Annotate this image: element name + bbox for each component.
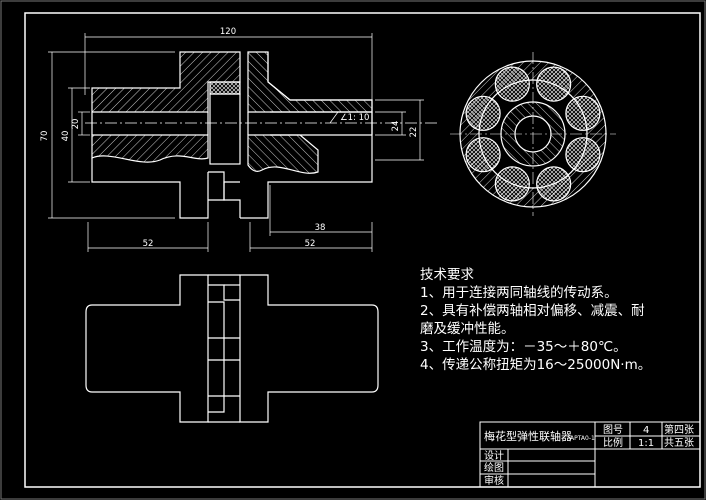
dim-right-hub-length: 52	[305, 239, 316, 249]
spider-lobe	[494, 166, 530, 202]
requirements-title: 技术要求	[420, 267, 474, 283]
dim-hub-diameter: 40	[61, 131, 71, 142]
requirement-3: 3、工作温度为：－35～＋80℃。	[420, 339, 627, 355]
title-block-text: 梅花型弹性联轴器 APTA0-1 图号 4 比例 1:1 第四张 共五张 设计 …	[484, 423, 694, 487]
spider-lobe	[565, 137, 601, 173]
spider-lobe	[565, 95, 601, 131]
spider-lobe	[536, 66, 572, 102]
dim-taper: ∠1: 10	[340, 113, 369, 123]
dim-keyway-length: 38	[315, 223, 326, 233]
front-dimensions	[48, 33, 424, 252]
right-hub-outline	[240, 99, 373, 219]
external-view	[85, 274, 379, 423]
left-hub-outline-lower	[91, 158, 209, 219]
draw-label: 绘图	[484, 461, 504, 474]
dim-bore-diameter: 20	[71, 119, 81, 130]
spider-lobe	[536, 166, 572, 202]
elastic-spider-section	[209, 81, 241, 95]
left-hub-section-bottom	[91, 134, 209, 163]
requirement-2-cont: 磨及缓冲性能。	[420, 321, 515, 337]
end-view	[450, 52, 616, 216]
dim-left-hub-length: 52	[143, 239, 154, 249]
requirement-2: 2、具有补偿两轴相对偏移、减震、耐	[420, 303, 645, 319]
requirement-4: 4、传递公称扭矩为16～25000N·m。	[420, 357, 652, 373]
part-code: APTA0-1	[570, 435, 595, 442]
spider-lobe	[465, 95, 501, 131]
requirement-1: 1、用于连接两同轴线的传动系。	[420, 285, 618, 301]
sheet-number: 第四张	[664, 423, 694, 436]
right-hub-section-top	[247, 51, 373, 113]
dim-taper-small: 24	[391, 121, 401, 132]
dim-overall-length: 120	[220, 27, 236, 37]
spider-lobes	[465, 66, 601, 202]
scale-label: 比例	[603, 436, 623, 449]
design-label: 设计	[484, 449, 504, 462]
inner-border	[24, 12, 701, 488]
title-block	[479, 421, 701, 488]
dim-taper-large: 22	[409, 127, 419, 138]
section-view	[85, 51, 440, 219]
right-hub-section-bottom	[247, 134, 319, 174]
scale-value: 1:1	[638, 438, 654, 449]
spider-lobe	[494, 66, 530, 102]
review-label: 审核	[484, 474, 504, 487]
dim-outer-diameter: 70	[40, 131, 50, 142]
part-name: 梅花型弹性联轴器	[484, 429, 572, 443]
drawing-no: 4	[643, 425, 649, 436]
front-dimension-labels: 120 52 52 38 ∠1: 10 70 40 20 24 22	[40, 27, 419, 249]
drawing-no-label: 图号	[603, 424, 623, 436]
sheet-total: 共五张	[664, 437, 694, 449]
spider-lobe	[465, 137, 501, 173]
